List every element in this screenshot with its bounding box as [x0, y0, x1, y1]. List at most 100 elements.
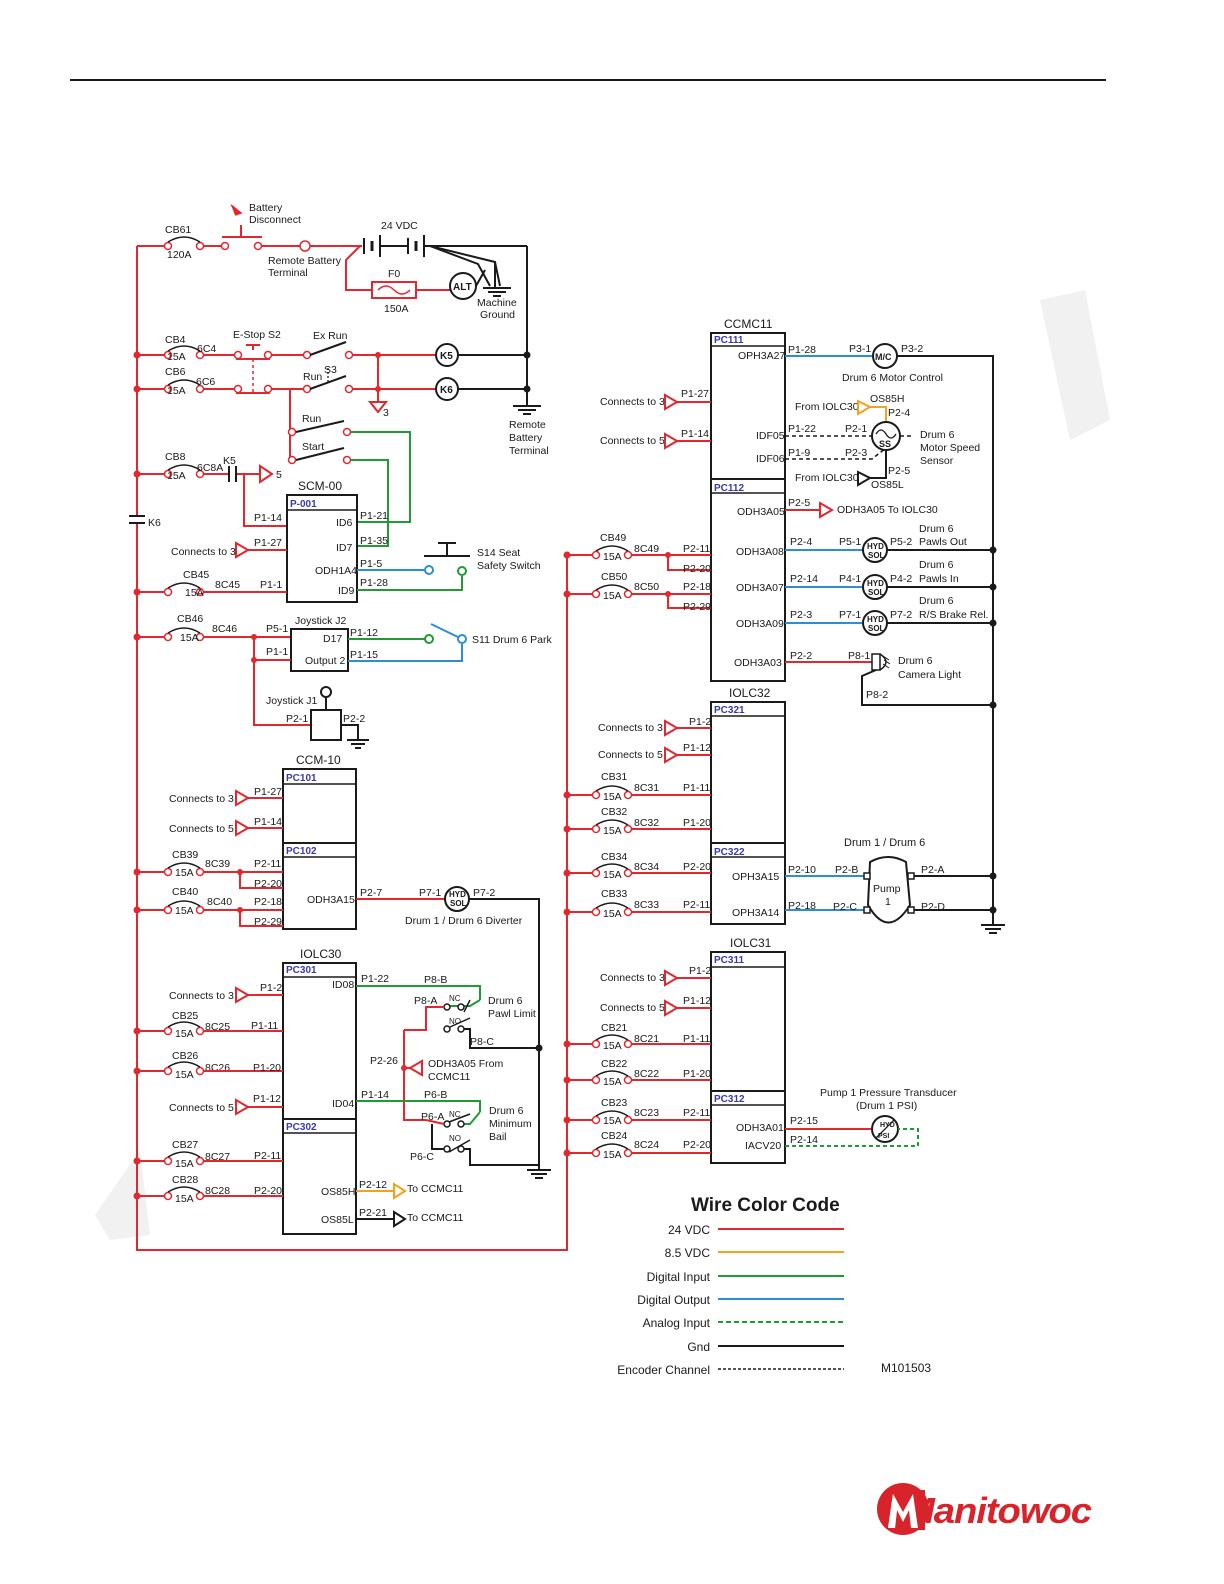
motor-label: Drum 6 Motor Control: [842, 372, 943, 384]
cb21-rating: 15A: [603, 1040, 622, 1052]
ccmc11-idf05: IDF05: [756, 430, 785, 442]
remote-battery-label: Remote Battery: [268, 255, 342, 267]
cb40-label: CB40: [172, 886, 198, 898]
iolc32-oph3a15: OPH3A15: [732, 871, 779, 883]
cb6-label: CB6: [165, 366, 186, 378]
cb21-wire: 8C21: [634, 1033, 659, 1045]
brake-p72: P7-2: [890, 609, 912, 621]
remote-terminal-label-2: Battery: [509, 432, 543, 444]
pump-p2c: P2-C: [833, 901, 857, 913]
scm-id9: ID9: [338, 585, 355, 597]
iolc32-p220: P2-20: [683, 861, 711, 873]
ccm10-p218: P2-18: [254, 896, 282, 908]
diverter-hyd: HYD: [449, 890, 466, 899]
pump-p218: P2-18: [788, 900, 816, 912]
scm-p15: P1-5: [360, 558, 382, 570]
k6-bus-label: K6: [148, 517, 161, 529]
ccm10-connects-3: Connects to 3: [169, 793, 234, 805]
run-label: Run: [303, 371, 322, 383]
ccmc11-p25: P2-5: [788, 497, 810, 509]
cb39-wire: 8C39: [205, 858, 230, 870]
estop-section: CB4 15A 6C4 CB6 15A 6C6 E-Stop S2 Ex Run…: [133, 246, 549, 547]
joystick-j2-module: CB46 15A 8C46 Joystick J2 D17 Output 2 P…: [133, 613, 552, 749]
iolc30-p112: P1-12: [253, 1093, 281, 1105]
iolc30-id04: ID04: [332, 1098, 354, 1110]
cb26-rating: 15A: [175, 1069, 194, 1081]
pawls-in-sol: SOL: [868, 588, 885, 597]
pawl-label-2: Pawl Limit: [488, 1008, 536, 1020]
iolc31-odh3a01: ODH3A01: [736, 1122, 784, 1134]
k5-label: K5: [440, 351, 453, 362]
camera-p82: P8-2: [866, 689, 888, 701]
ccmc11-p127: P1-27: [681, 388, 709, 400]
cb4-wire: 6C4: [197, 343, 216, 355]
iolc30-p12: P1-2: [260, 982, 282, 994]
iolc30-os85l: OS85L: [321, 1214, 354, 1226]
cb22-label: CB22: [601, 1058, 627, 1070]
cb61-rating: 120A: [167, 249, 192, 261]
transducer-hyd: HYD: [880, 1122, 895, 1129]
pawls-out-p24: P2-4: [790, 536, 812, 548]
to-ccmc11-a: To CCMC11: [407, 1183, 464, 1195]
cb4-rating: 15A: [167, 351, 186, 363]
iolc31-p12: P1-2: [689, 965, 711, 977]
iolc31-module: IOLC31 PC311 PC312 Connects to 3 P1-2 Co…: [563, 936, 957, 1164]
to-ccmc11-b: To CCMC11: [407, 1212, 464, 1224]
transducer-psi: PSI: [878, 1133, 889, 1140]
iolc30-os85h: OS85H: [321, 1186, 355, 1198]
cb8-wire: 6C8A: [197, 462, 223, 474]
legend-gnd: Gnd: [687, 1340, 710, 1354]
legend-digital-output: Digital Output: [637, 1293, 710, 1307]
iolc32-p12: P1-2: [689, 716, 711, 728]
battery-section: CB61 120A Battery Disconnect Remote Batt…: [163, 202, 527, 321]
bail-label-2: Minimum: [489, 1118, 532, 1130]
ccmc11-odh3a03: ODH3A03: [734, 657, 782, 669]
cb49-p220: P2-20: [683, 563, 711, 575]
cb50-rating: 15A: [603, 590, 622, 602]
cb49-label: CB49: [600, 532, 626, 544]
cb33-wire: 8C33: [634, 899, 659, 911]
j2-p51: P5-1: [266, 623, 288, 635]
pump-number: 1: [885, 896, 891, 908]
cb28-rating: 15A: [175, 1193, 194, 1205]
j1-p21: P2-1: [286, 713, 308, 725]
motor-mc: M/C: [875, 352, 892, 362]
pump-title: Drum 1 / Drum 6: [844, 837, 925, 849]
alternator-label: ALT: [453, 282, 472, 293]
ccm10-connects-5: Connects to 5: [169, 823, 234, 835]
run-2-label: Run: [302, 413, 321, 425]
cb23-rating: 15A: [603, 1115, 622, 1127]
scm-odh1a4: ODH1A4: [315, 565, 357, 577]
scm-connects-3: Connects to 3: [171, 546, 236, 558]
ccmc11-oph3a27: OPH3A27: [738, 350, 785, 362]
transducer-label-2: (Drum 1 PSI): [856, 1100, 917, 1112]
diverter-label: Drum 1 / Drum 6 Diverter: [405, 915, 523, 927]
cb61-label: CB61: [165, 224, 191, 236]
diverter-sol: SOL: [450, 899, 467, 908]
pawl-p8a: P8-A: [414, 995, 437, 1007]
ccmc11-pc112: PC112: [714, 483, 744, 494]
cb32-rating: 15A: [603, 825, 622, 837]
pawls-out-sol: SOL: [868, 551, 885, 560]
cb23-label: CB23: [601, 1097, 627, 1109]
cb50-p229: P2-29: [683, 601, 711, 613]
legend-digital-input: Digital Input: [647, 1270, 711, 1284]
ccmc11-p128: P1-28: [788, 344, 816, 356]
scm-p11: P1-1: [260, 579, 282, 591]
iolc32-p120: P1-20: [683, 817, 711, 829]
os85l-label: OS85L: [871, 479, 904, 491]
cb32-label: CB32: [601, 806, 627, 818]
camera-p22: P2-2: [790, 650, 812, 662]
to-iolc30-label: ODH3A05 To IOLC30: [837, 504, 938, 516]
iolc30-pc301: PC301: [286, 965, 317, 976]
ccm10-title: CCM-10: [296, 753, 341, 767]
bail-no: NO: [449, 1134, 461, 1143]
iolc30-connects-3: Connects to 3: [169, 990, 234, 1002]
pawls-out-label: Drum 6: [919, 523, 954, 535]
pawls-in-hyd: HYD: [867, 579, 884, 588]
os85h-label: OS85H: [870, 393, 904, 405]
ccm-10-module: CCM-10 PC101 PC102 Connects to 3 P1-27 C…: [133, 753, 540, 1170]
diverter-p72: P7-2: [473, 887, 495, 899]
cb33-label: CB33: [601, 888, 627, 900]
bail-nc: NC: [449, 1110, 461, 1119]
